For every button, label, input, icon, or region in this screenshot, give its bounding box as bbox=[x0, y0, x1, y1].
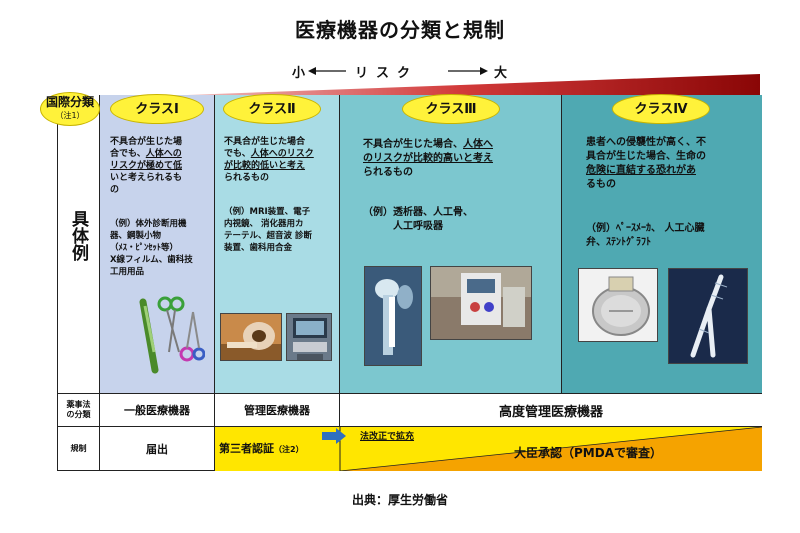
class1-examples: （例）体外診断用機 器、鋼製小物 （ﾒｽ・ﾋﾟﾝｾｯﾄ等） X線フィルム、歯科技… bbox=[110, 219, 193, 277]
expand-arrow-icon bbox=[322, 428, 346, 444]
risk-wedge bbox=[160, 74, 760, 100]
stent-graft-photo bbox=[668, 268, 748, 364]
source-note: 出典：厚生労働省 bbox=[351, 493, 448, 507]
class4-examples: （例）ﾍﾟｰｽﾒｰｶ、 人工心臓 弁、ｽﾃﾝﾄｸﾞﾗﾌﾄ bbox=[586, 223, 705, 248]
intl-class-label: 国際分類 bbox=[45, 95, 94, 109]
risk-small-label: 小 bbox=[292, 66, 306, 81]
regulation-notification: 届出 bbox=[100, 427, 215, 471]
regulation-expansion-note: 法改正で拡充 bbox=[360, 432, 415, 442]
intl-class-note: （注1） bbox=[55, 111, 85, 120]
law-class-controlled: 管理医療機器 bbox=[215, 393, 340, 427]
class1-description: 不具合が生じた場 合でも、人体への リスクが極めて低 いと考えられるも の bbox=[110, 137, 183, 195]
regulation-third-party: 第三者認証（注2） bbox=[219, 442, 304, 455]
examples-row-label: 具体例 bbox=[68, 210, 88, 261]
page-title: 医療機器の分類と規制 bbox=[295, 18, 505, 42]
risk-large-label: 大 bbox=[494, 66, 508, 81]
class2-badge: クラスⅡ bbox=[223, 94, 321, 124]
regulation-label: 規制 bbox=[57, 427, 100, 471]
dialysis-machine-photo bbox=[430, 266, 532, 340]
class1-badge: クラスⅠ bbox=[110, 94, 204, 124]
class3-description: 不具合が生じた場合、人体へ のリスクが比較的高いと考え られるもの bbox=[363, 139, 493, 178]
law-class-highly-controlled: 高度管理医療機器 bbox=[498, 404, 603, 420]
pacemaker-photo bbox=[578, 268, 658, 342]
class3-examples: （例）透析器、人工骨、 人工呼吸器 bbox=[363, 207, 473, 232]
class1-column bbox=[100, 95, 215, 393]
ultrasound-photo bbox=[286, 313, 332, 361]
regulation-minister-approval: 大臣承認（PMDAで審査） bbox=[514, 446, 662, 460]
class3-badge: クラスⅢ bbox=[402, 94, 500, 124]
class2-examples: （例）MRI装置、電子 内視鏡、 消化器用カ テーテル、超音波 診断 装置、歯科… bbox=[224, 207, 312, 253]
regulation-band bbox=[215, 427, 762, 471]
bone-xray-photo bbox=[364, 266, 422, 366]
law-class-row bbox=[57, 393, 762, 427]
mri-photo bbox=[220, 313, 282, 361]
class4-badge: クラスⅣ bbox=[612, 94, 710, 124]
arrow-right-icon bbox=[448, 67, 488, 75]
intl-class-badge: 国際分類 （注1） bbox=[40, 92, 100, 126]
row-label-column bbox=[57, 95, 100, 393]
risk-label: リスク bbox=[355, 66, 419, 81]
arrow-left-icon bbox=[308, 67, 346, 75]
class4-description: 患者への侵襲性が高く、不 具合が生じた場合、生命の 危険に直結する恐れがあ るも… bbox=[586, 137, 706, 190]
law-class-general: 一般医療機器 bbox=[100, 393, 215, 427]
law-class-label: 薬事法 の分類 bbox=[57, 393, 100, 427]
class2-description: 不具合が生じた場合 でも、人体へのリスク が比較的低いと考え られるもの bbox=[224, 137, 314, 183]
scissors-forceps-icon bbox=[139, 296, 205, 374]
